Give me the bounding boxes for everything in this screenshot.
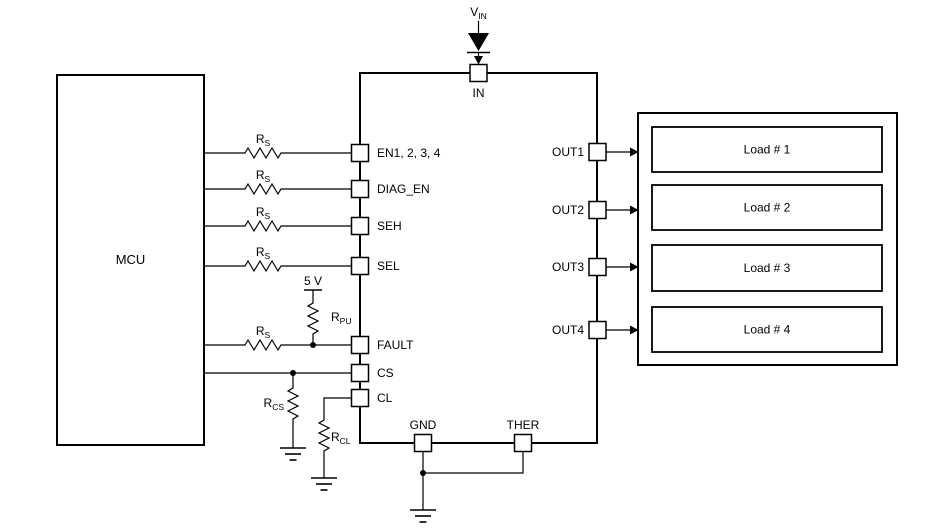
pin-label-out3: OUT3 [552,260,584,274]
pin-label-en: EN1, 2, 3, 4 [377,146,441,160]
mcu-label: MCU [116,252,146,267]
junction-dot-fault [310,342,316,348]
pin-gnd [413,433,433,453]
pin-label-out2: OUT2 [552,203,584,217]
resistor-rpu-wire [306,290,320,345]
pin-label-out4: OUT4 [552,323,584,337]
load-box-4 [651,306,883,353]
pin-fault [350,335,370,355]
pin-diag-en [350,179,370,199]
load-label-3: Load # 3 [744,261,791,275]
ground-symbol-gnd [410,509,436,523]
pin-label-seh: SEH [377,219,402,233]
diode-icon [468,33,489,51]
pin-label-cl: CL [377,391,393,405]
wire-ther-to-gnd [423,451,524,474]
load-box-1 [651,126,883,173]
arrow-out2-icon [630,205,639,215]
pin-label-out1: OUT1 [552,145,584,159]
pin-out3 [588,257,607,277]
junction-dot-gnd [420,470,426,476]
resistor-rcl-wire [317,397,352,478]
resistor-rpu-label: RPU [331,310,351,326]
resistor-rs-fault-wire [204,338,352,352]
load-box-2 [651,184,883,231]
pin-en [350,143,370,163]
ground-symbol-rcl [311,477,337,491]
pin-label-diag-en: DIAG_EN [377,182,430,196]
ground-symbol-rcs [280,447,306,461]
pin-sel [350,256,370,276]
resistor-rs-label-5: RS [256,324,271,340]
pin-label-ther: THER [507,418,540,432]
arrow-out4-icon [630,325,639,335]
pin-label-fault: FAULT [377,338,414,352]
pin-label-gnd: GND [410,418,437,432]
resistor-rs-en-wire [204,146,352,160]
vin-label: VIN [470,5,487,21]
pin-seh [350,216,370,236]
load-label-1: Load # 1 [744,143,791,157]
pin-label-cs: CS [377,366,394,380]
pin-cl [350,388,370,408]
pin-label-in: IN [473,86,485,100]
arrow-out1-icon [630,147,639,157]
load-box-3 [651,244,883,292]
resistor-rs-label-1: RS [256,132,271,148]
resistor-rcs-wire [286,373,300,448]
load-label-2: Load # 2 [744,201,791,215]
resistor-rs-diag-wire [204,182,352,196]
arrow-into-in-icon [474,56,483,65]
ic-block [359,72,598,444]
resistor-rs-label-4: RS [256,245,271,261]
resistor-rs-sel-wire [204,259,352,273]
pin-out1 [588,142,607,162]
pin-out4 [588,320,607,340]
pin-cs [350,363,370,383]
pin-out2 [588,200,607,220]
mcu-block [56,74,205,446]
pin-ther [513,433,533,453]
resistor-rs-label-2: RS [256,168,271,184]
pin-in [469,63,488,83]
resistor-rs-label-3: RS [256,205,271,221]
resistor-rcs-label: RCS [264,396,285,412]
resistor-rs-seh-wire [204,219,352,233]
supply-5v-label: 5 V [304,274,322,288]
resistor-rcl-label: RCL [331,430,351,446]
pin-label-sel: SEL [377,259,400,273]
arrow-out3-icon [630,262,639,272]
load-label-4: Load # 4 [744,323,791,337]
